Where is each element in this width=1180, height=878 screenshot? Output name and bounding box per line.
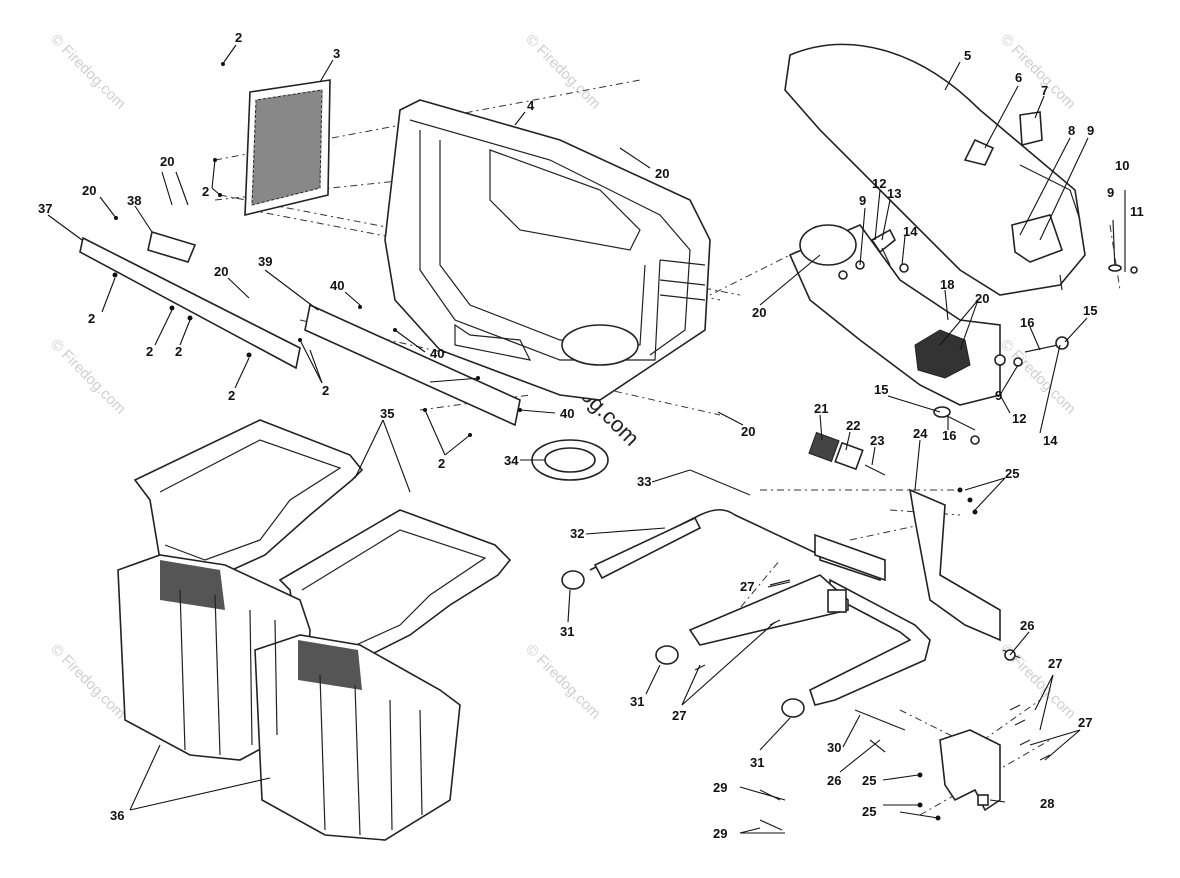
callout-10: 10 [1115, 158, 1129, 173]
callout-23: 23 [870, 433, 884, 448]
callout-2: 2 [146, 344, 153, 359]
callout-29: 29 [713, 780, 727, 795]
callout-11: 11 [1130, 204, 1144, 219]
watermark: © Firedog.com [47, 641, 129, 723]
watermark: © Firedog.com [47, 31, 129, 113]
callout-26: 26 [827, 773, 841, 788]
callout-25: 25 [862, 773, 876, 788]
callout-14: 14 [903, 224, 918, 239]
callout-25: 25 [1005, 466, 1019, 481]
callout-9: 9 [1107, 185, 1114, 200]
callout-34: 34 [504, 453, 519, 468]
callout-labels: 2 3 4 5 6 7 8 9 10 9 11 12 13 9 14 18 20… [38, 30, 1144, 841]
callout-9: 9 [995, 388, 1002, 403]
callout-27: 27 [740, 579, 754, 594]
bag-liner-part [133, 419, 512, 666]
grille-part [244, 79, 331, 217]
callout-27: 27 [1078, 715, 1092, 730]
callout-20: 20 [752, 305, 766, 320]
callout-20: 20 [214, 264, 228, 279]
callout-9: 9 [859, 193, 866, 208]
callout-8: 8 [1068, 123, 1075, 138]
callout-28: 28 [1040, 796, 1054, 811]
support-frame-part [561, 508, 931, 718]
callout-20: 20 [82, 183, 96, 198]
callout-40: 40 [560, 406, 574, 421]
callout-13: 13 [887, 186, 901, 201]
callout-15: 15 [1083, 303, 1097, 318]
callout-31: 31 [560, 624, 574, 639]
callout-40: 40 [430, 346, 444, 361]
chute-adapter-part [788, 224, 1006, 406]
mount-bracket-left-part [908, 487, 1021, 661]
callout-3: 3 [333, 46, 340, 61]
callout-14: 14 [1043, 433, 1058, 448]
callout-2: 2 [228, 388, 235, 403]
callout-27: 27 [1048, 656, 1062, 671]
callout-29: 29 [713, 826, 727, 841]
leader-lines [47, 44, 1089, 834]
callout-24: 24 [913, 426, 928, 441]
callout-5: 5 [964, 48, 971, 63]
spring-sleeve-part [808, 431, 886, 476]
callout-38: 38 [127, 193, 141, 208]
callout-18: 18 [940, 277, 954, 292]
callout-2: 2 [88, 311, 95, 326]
watermark: © Firedog.com [522, 641, 604, 723]
callout-20: 20 [741, 424, 755, 439]
callout-16: 16 [942, 428, 956, 443]
callout-2: 2 [235, 30, 242, 45]
callout-9: 9 [1087, 123, 1094, 138]
rod-part [689, 469, 751, 496]
callout-20: 20 [655, 166, 669, 181]
callout-2: 2 [322, 383, 329, 398]
callout-27: 27 [672, 708, 686, 723]
callout-22: 22 [846, 418, 860, 433]
bag-part [117, 554, 461, 841]
callout-2: 2 [175, 344, 182, 359]
callout-30: 30 [827, 740, 841, 755]
callout-21: 21 [814, 401, 828, 416]
watermark: © Firedog.com [47, 336, 129, 418]
callout-15: 15 [874, 382, 888, 397]
callout-12: 12 [1012, 411, 1026, 426]
callout-40: 40 [330, 278, 344, 293]
callout-2: 2 [202, 184, 209, 199]
callout-2: 2 [438, 456, 445, 471]
callout-12: 12 [872, 176, 886, 191]
callout-33: 33 [637, 474, 651, 489]
callout-20: 20 [975, 291, 989, 306]
callout-37: 37 [38, 201, 52, 216]
hardware-top-right [838, 190, 1138, 445]
skirt-part [298, 303, 522, 437]
callout-31: 31 [750, 755, 764, 770]
callout-7: 7 [1041, 83, 1048, 98]
callout-6: 6 [1015, 70, 1022, 85]
callout-20: 20 [160, 154, 174, 169]
callout-31: 31 [630, 694, 644, 709]
callout-16: 16 [1020, 315, 1034, 330]
callout-32: 32 [570, 526, 584, 541]
watermark: © Firedog.com [997, 336, 1079, 418]
bagger-hood-part [384, 99, 711, 401]
rail-part [79, 62, 301, 370]
callout-26: 26 [1020, 618, 1034, 633]
watermark: © Firedog.com [997, 31, 1079, 113]
callout-36: 36 [110, 808, 124, 823]
callout-39: 39 [258, 254, 272, 269]
callout-4: 4 [527, 98, 535, 113]
callout-25: 25 [862, 804, 876, 819]
callout-35: 35 [380, 406, 394, 421]
